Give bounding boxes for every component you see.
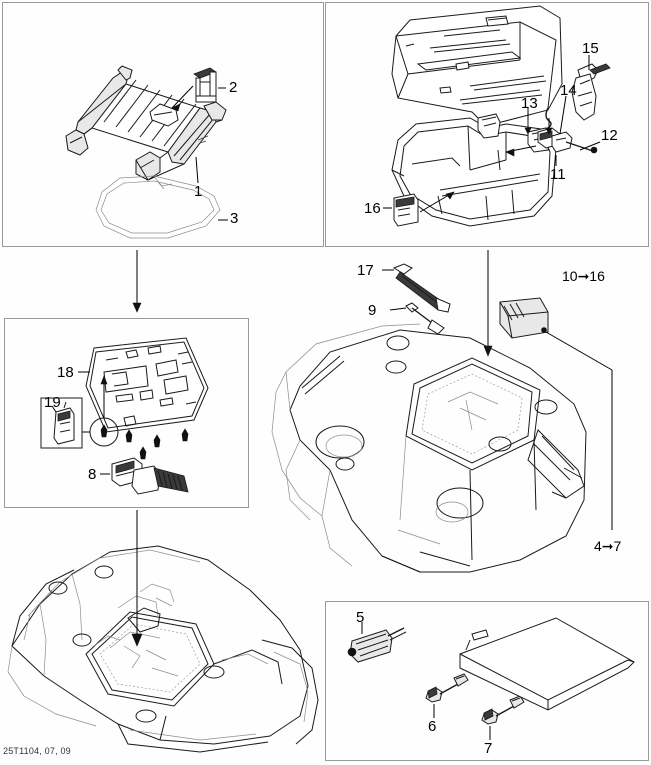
callout-3: 3 (230, 210, 239, 227)
footer-drawing-code: 25T1104, 07, 09 (3, 746, 71, 756)
callout-8: 8 (88, 466, 97, 483)
panel-rack (2, 2, 324, 247)
callout-16: 16 (364, 200, 381, 217)
panel-bracket-clips (4, 318, 249, 508)
callout-18: 18 (57, 364, 74, 381)
callout-11: 11 (550, 166, 566, 183)
reference-4-to-7: 4➞7 (594, 538, 622, 554)
lower-fender-assembly-drawing (7, 522, 319, 753)
callout-13: 13 (521, 95, 538, 112)
callout-7: 7 (484, 740, 493, 757)
rack-assembly-drawing (65, 65, 228, 239)
callout-15: 15 (582, 40, 599, 57)
fender-panel-drawing (271, 250, 613, 573)
storage-box-drawing (383, 5, 611, 227)
bracket-panel-drawing (40, 337, 209, 495)
hardware-panel-drawing (347, 617, 635, 740)
callout-12: 12 (601, 127, 618, 144)
panel-storage-box (325, 2, 649, 247)
callout-1: 1 (194, 183, 203, 200)
callout-5: 5 (356, 609, 365, 626)
reference-10-to-16: 10➞16 (562, 268, 605, 284)
flow-arrow-rack-to-bracket (132, 250, 142, 313)
callout-14: 14 (560, 82, 577, 99)
callout-17: 17 (357, 262, 374, 279)
panel-hardware (325, 601, 649, 761)
callout-19: 19 (44, 394, 61, 411)
callout-9: 9 (368, 302, 377, 319)
callout-6: 6 (428, 718, 437, 735)
callout-2: 2 (229, 79, 238, 96)
